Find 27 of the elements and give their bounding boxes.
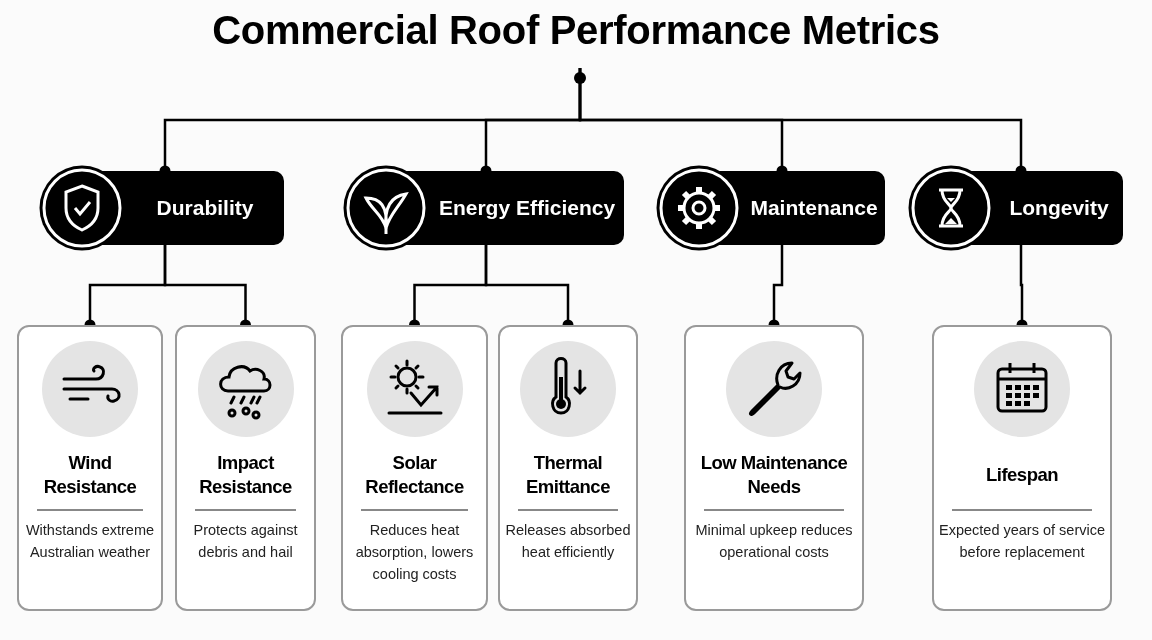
metric-card <box>932 325 1112 611</box>
card-description: Protects against debris and hail <box>192 521 299 562</box>
category-label: Longevity <box>1008 195 1110 221</box>
diagram-title: Commercial Roof Performance Metrics <box>180 8 972 68</box>
category-header <box>907 164 1123 252</box>
category-header <box>655 164 885 252</box>
metric-card <box>175 325 316 611</box>
card-heading: Wind Resistance <box>42 451 138 499</box>
metric-card <box>498 325 638 611</box>
category-header <box>38 164 284 252</box>
metric-card <box>341 325 488 611</box>
card-heading: Impact Resistance <box>198 451 293 499</box>
category-header <box>342 164 624 252</box>
card-description: Releases absorbed heat efficiently <box>504 521 632 562</box>
card-heading: Thermal Emittance <box>525 451 611 499</box>
card-description: Minimal upkeep reduces operational costs <box>694 521 854 562</box>
card-description: Reduces heat absorption, lowers cooling costs <box>354 521 475 584</box>
card-heading: Low Maintenance Needs <box>699 451 849 499</box>
metric-card <box>684 325 864 611</box>
card-heading: Solar Reflectance <box>364 451 465 499</box>
card-heading: Lifespan <box>985 463 1059 487</box>
category-label: Durability <box>155 195 255 221</box>
card-description: Expected years of service before replacement <box>938 521 1106 562</box>
category-label: Maintenance <box>749 195 879 221</box>
metric-card <box>17 325 163 611</box>
card-description: Withstands extreme Australian weather <box>24 521 156 562</box>
category-label: Energy Efficiency <box>437 195 617 221</box>
